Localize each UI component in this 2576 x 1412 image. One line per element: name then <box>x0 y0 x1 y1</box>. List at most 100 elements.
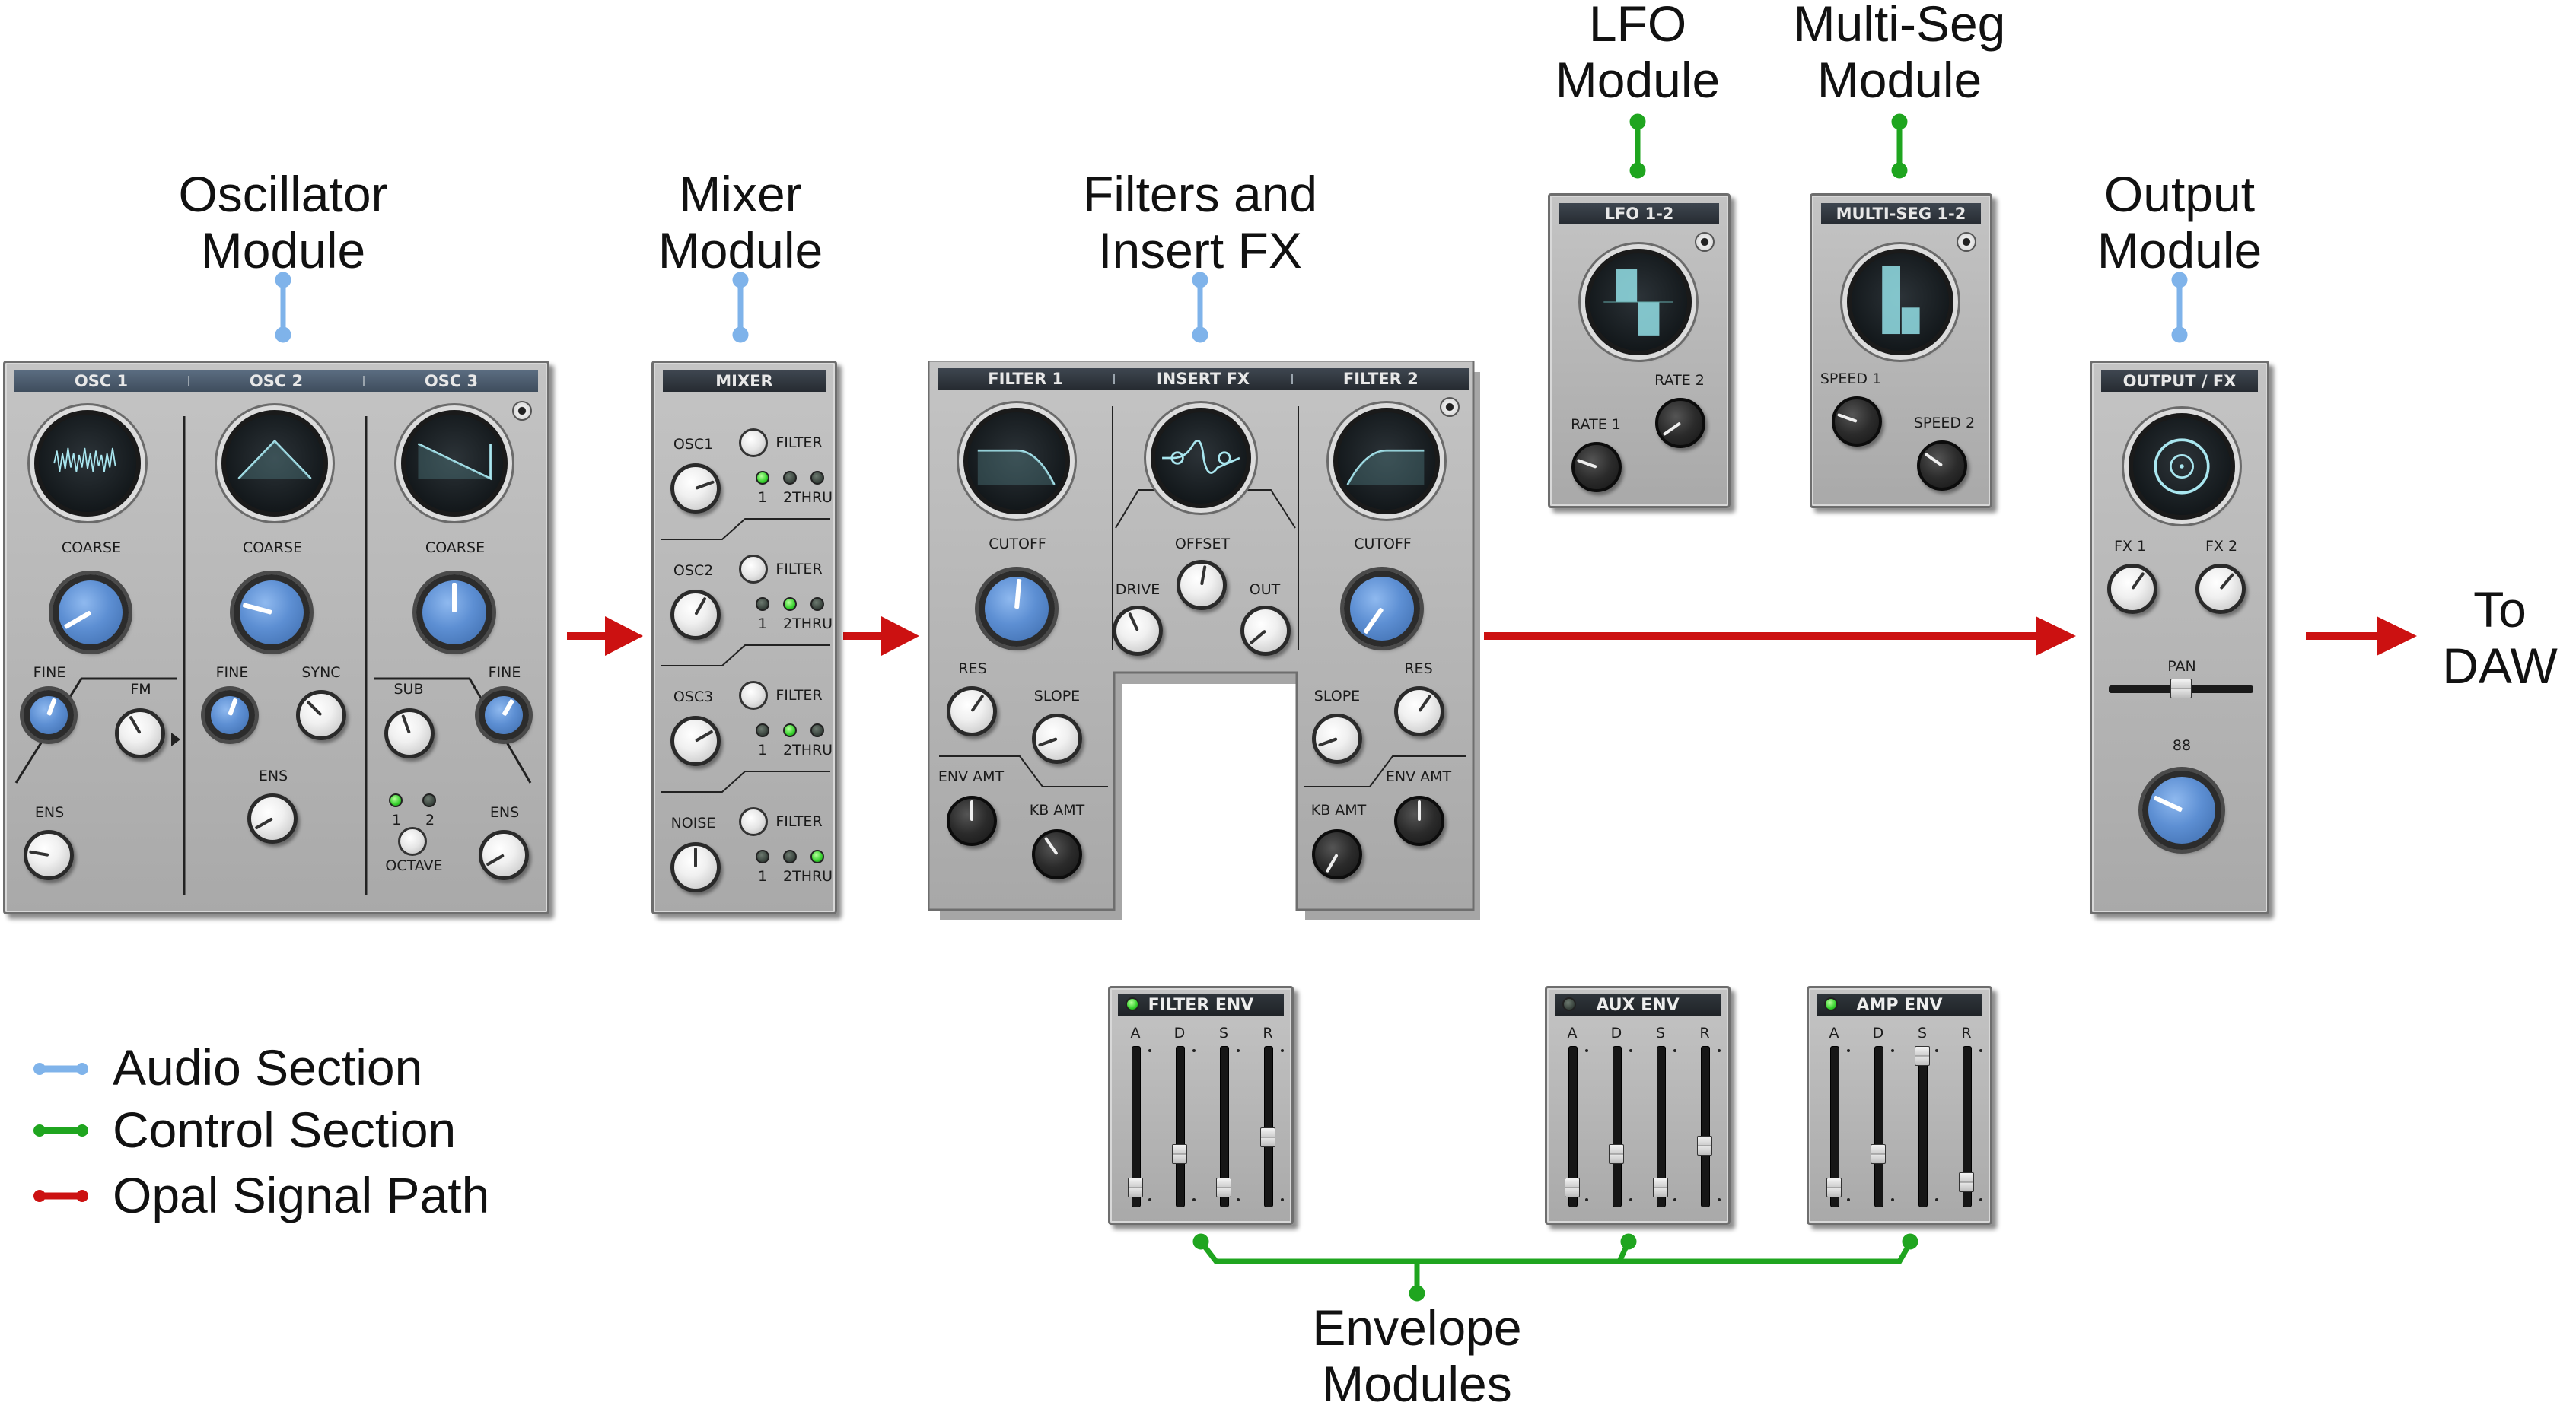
env-active-led-icon[interactable] <box>1824 997 1838 1011</box>
env-stage-slider-handle[interactable] <box>1172 1143 1187 1164</box>
mixer-channel-level-knob[interactable] <box>670 590 721 640</box>
multiseg-speed2-knob[interactable] <box>1917 440 1967 491</box>
mixer-filter-route-button[interactable] <box>739 555 768 584</box>
env-stage-slider-track[interactable] <box>1132 1046 1141 1207</box>
filter2-kbamt-knob[interactable] <box>1312 829 1362 879</box>
filter2-header: FILTER 2 <box>1342 370 1419 388</box>
lfo-power-icon[interactable] <box>1695 232 1715 252</box>
osc1-waveform-display[interactable] <box>34 410 141 517</box>
filter2-res-knob[interactable] <box>1394 686 1444 736</box>
multiseg-shape-display[interactable] <box>1847 249 1953 355</box>
osc2-waveform-display[interactable] <box>221 410 328 517</box>
output-level-knob[interactable] <box>2142 771 2221 850</box>
filter1-cutoff-knob[interactable] <box>979 571 1055 647</box>
envelope-bracket <box>1199 1239 1913 1293</box>
lfo-rate1-knob[interactable] <box>1571 442 1622 492</box>
osc2-ens-knob[interactable] <box>247 793 298 844</box>
osc-power-icon[interactable] <box>512 401 532 421</box>
multiseg-power-icon[interactable] <box>1957 232 1976 252</box>
env-stage-slider-track[interactable] <box>1701 1046 1710 1207</box>
mixer-channel-level-knob[interactable] <box>670 463 721 514</box>
filter1-response-display[interactable] <box>963 408 1070 514</box>
osc1-coarse-knob[interactable] <box>53 574 129 650</box>
filter2-envamt-knob[interactable] <box>1394 796 1444 846</box>
env-stage-slider-handle[interactable] <box>1915 1046 1930 1066</box>
env-stage-slider-track[interactable] <box>1963 1046 1972 1207</box>
osc3-waveform-display[interactable] <box>401 410 508 517</box>
filter1-slope-label: SLOPE <box>1033 688 1081 704</box>
mixer-filter-route-button[interactable] <box>739 807 768 836</box>
lfo-panel: LFO 1-2 RATE 1 RATE 2 <box>1548 193 1731 508</box>
filters-power-icon[interactable] <box>1440 397 1460 417</box>
fx-out-knob[interactable] <box>1240 606 1291 656</box>
output-fx2-knob[interactable] <box>2195 564 2246 614</box>
mixer-filter-label: FILTER <box>775 561 823 577</box>
output-fx-display[interactable] <box>2129 413 2235 520</box>
env-stage-slider-handle[interactable] <box>1697 1135 1712 1156</box>
osc3-ens-knob[interactable] <box>479 830 529 880</box>
env-stage-slider-handle[interactable] <box>1260 1127 1275 1147</box>
filters-fx-panel: FILTER 1 INSERT FX FILTER 2 CUTOFF CUTOF… <box>928 361 1480 920</box>
lfo-rate2-knob[interactable] <box>1655 398 1705 448</box>
octave-button[interactable] <box>398 827 427 856</box>
env-stage-slider-track[interactable] <box>1220 1046 1229 1207</box>
env-stage-slider-handle[interactable] <box>1653 1177 1668 1197</box>
lfo-rate1-label: RATE 1 <box>1571 416 1621 433</box>
multiseg-step-icon <box>1882 266 1920 335</box>
filter1-res-knob[interactable] <box>947 686 997 736</box>
env-stage-slider-track[interactable] <box>1568 1046 1578 1207</box>
mixer-filter-route-button[interactable] <box>739 428 768 457</box>
env-stage-slider-handle[interactable] <box>1128 1177 1143 1197</box>
env-stage-slider-handle[interactable] <box>1826 1177 1842 1197</box>
filter1-kbamt-knob[interactable] <box>1032 829 1082 879</box>
lfo-shape-display[interactable] <box>1585 249 1692 355</box>
env-stage-slider-track[interactable] <box>1176 1046 1185 1207</box>
env-stage-slider-track[interactable] <box>1874 1046 1883 1207</box>
output-pan-slider[interactable] <box>2109 679 2253 698</box>
filter2-cutoff-knob[interactable] <box>1344 571 1420 647</box>
insertfx-display[interactable] <box>1151 408 1251 508</box>
osc1-fine-knob[interactable] <box>24 690 74 740</box>
filter2-slope-knob[interactable] <box>1312 714 1362 764</box>
fx-drive-knob[interactable] <box>1113 606 1163 656</box>
env-stage-slider-track[interactable] <box>1613 1046 1622 1207</box>
mixer-route-led-2-icon <box>810 723 824 737</box>
osc2-sync-knob[interactable] <box>296 690 346 740</box>
osc2-coarse-knob[interactable] <box>234 574 310 650</box>
mixer-channel-level-knob[interactable] <box>670 716 721 766</box>
filter1-kbamt-label: KB AMT <box>1029 802 1085 819</box>
env-stage-slider-handle[interactable] <box>1565 1177 1580 1197</box>
pan-slider-handle[interactable] <box>2170 679 2192 698</box>
fx-offset-knob[interactable] <box>1177 560 1227 610</box>
lowpass-curve-icon <box>977 449 1056 485</box>
lfo-header: LFO 1-2 <box>1559 203 1719 224</box>
filter1-slope-knob[interactable] <box>1032 714 1082 764</box>
env-active-led-icon[interactable] <box>1562 997 1576 1011</box>
env-stage-slider-handle[interactable] <box>1959 1172 1974 1192</box>
mixer-route-1-label: 1 <box>757 868 768 885</box>
osc1-fine-label: FINE <box>33 664 66 681</box>
env-stage-slider-track[interactable] <box>1657 1046 1666 1207</box>
env-stage-slider-handle[interactable] <box>1216 1177 1231 1197</box>
env-stage-slider-handle[interactable] <box>1609 1143 1624 1164</box>
osc3-coarse-knob[interactable] <box>416 574 492 650</box>
mixer-filter-route-button[interactable] <box>739 681 768 710</box>
filter2-response-display[interactable] <box>1333 408 1440 514</box>
osc1-ens-knob[interactable] <box>24 830 74 880</box>
mixer-channel-level-knob[interactable] <box>670 842 721 892</box>
env-stage-slider-handle[interactable] <box>1871 1143 1886 1164</box>
output-fx1-knob[interactable] <box>2107 564 2157 614</box>
env-stage-slider-track[interactable] <box>1918 1046 1928 1207</box>
osc3-sub-knob[interactable] <box>384 708 435 758</box>
osc2-fine-knob[interactable] <box>205 690 255 740</box>
env-header: FILTER ENV <box>1118 994 1284 1016</box>
mixer-route-led-2-icon <box>810 850 824 863</box>
env-active-led-icon[interactable] <box>1126 997 1139 1011</box>
osc1-fm-knob[interactable] <box>115 708 165 758</box>
env-stage-slider-track[interactable] <box>1830 1046 1839 1207</box>
multiseg-speed1-knob[interactable] <box>1832 396 1882 447</box>
osc3-fine-knob[interactable] <box>479 690 529 740</box>
filter1-envamt-knob[interactable] <box>947 796 997 846</box>
env-stage-slider-track[interactable] <box>1264 1046 1273 1207</box>
